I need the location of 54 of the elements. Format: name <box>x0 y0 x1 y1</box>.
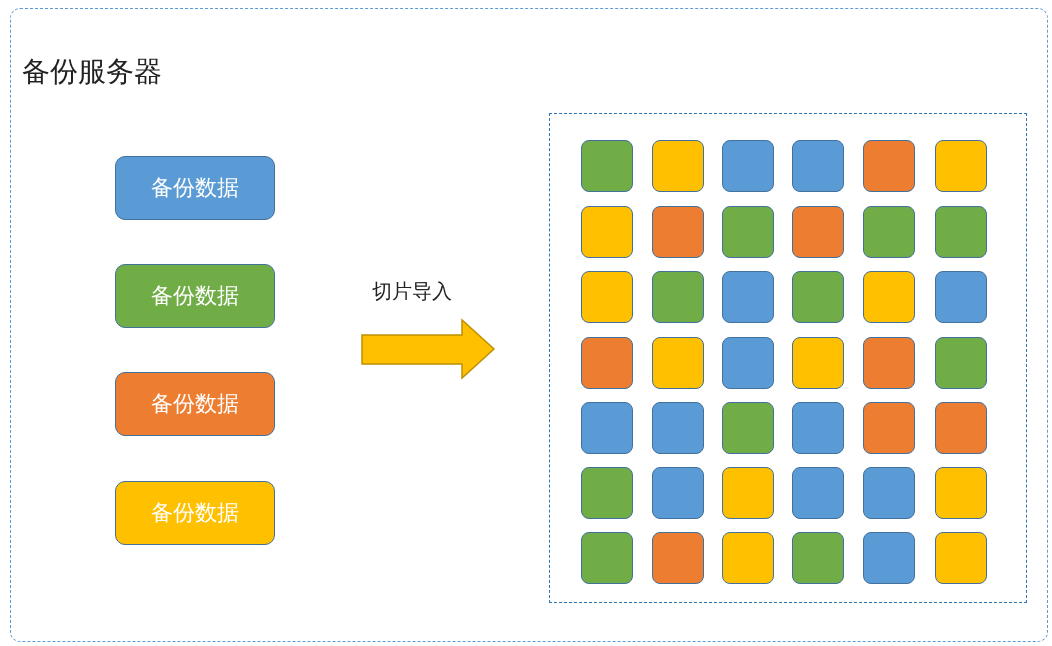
slice-square <box>581 271 633 323</box>
slice-square <box>581 140 633 192</box>
slice-square <box>652 467 704 519</box>
slice-square <box>581 337 633 389</box>
box-label: 备份数据 <box>150 390 240 418</box>
slice-square <box>792 206 844 258</box>
slice-square <box>722 206 774 258</box>
slice-square <box>935 467 987 519</box>
slice-square <box>935 271 987 323</box>
slice-square <box>652 402 704 454</box>
slice-square <box>722 532 774 584</box>
group-title: 备份服务器 <box>22 54 162 90</box>
slice-square <box>792 402 844 454</box>
slice-square <box>722 337 774 389</box>
slice-square <box>581 532 633 584</box>
slice-square <box>722 402 774 454</box>
slice-grid-frame <box>549 113 1027 603</box>
box-label: 备份数据 <box>150 282 240 310</box>
slice-square <box>935 402 987 454</box>
data-box <box>115 264 275 328</box>
slice-square <box>652 532 704 584</box>
data-box <box>115 156 275 220</box>
slice-square <box>581 206 633 258</box>
slice-square <box>863 140 915 192</box>
slice-square <box>935 532 987 584</box>
slice-square <box>652 206 704 258</box>
box-label: 备份数据 <box>150 499 240 527</box>
data-box <box>115 481 275 545</box>
slice-square <box>652 337 704 389</box>
slice-square <box>935 140 987 192</box>
slice-square <box>863 532 915 584</box>
slice-square <box>722 271 774 323</box>
slice-square <box>863 402 915 454</box>
slice-square <box>792 140 844 192</box>
slice-square <box>935 206 987 258</box>
server-group-frame <box>10 8 1048 642</box>
slice-square <box>792 467 844 519</box>
slice-square <box>722 467 774 519</box>
box-label: 备份数据 <box>150 174 240 202</box>
data-box <box>115 372 275 436</box>
slice-square <box>722 140 774 192</box>
slice-square <box>863 206 915 258</box>
slice-square <box>792 271 844 323</box>
arrow-caption: 切片导入 <box>372 278 452 305</box>
slice-square <box>652 271 704 323</box>
slice-square <box>652 140 704 192</box>
slice-square <box>863 467 915 519</box>
slice-square <box>581 467 633 519</box>
slice-square <box>863 271 915 323</box>
slice-square <box>863 337 915 389</box>
slice-square <box>792 337 844 389</box>
slice-square <box>581 402 633 454</box>
slice-square <box>792 532 844 584</box>
slice-square <box>935 337 987 389</box>
